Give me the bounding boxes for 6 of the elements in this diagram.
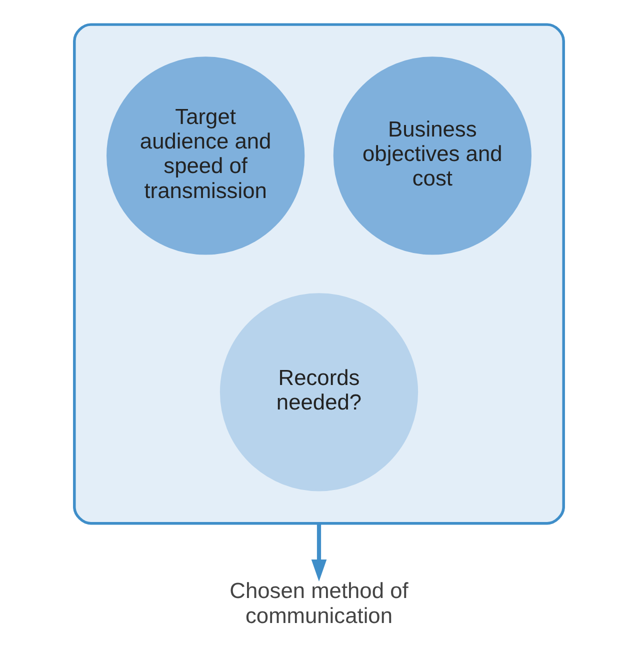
node-circle: Records needed?	[220, 293, 418, 492]
arrow	[311, 523, 327, 582]
node-circle: Business objectives and cost	[333, 56, 532, 255]
node-text: Chosen method of communication	[230, 578, 408, 628]
cluster	[73, 23, 565, 525]
node-circle: Target audience and speed of transmission	[106, 56, 305, 255]
